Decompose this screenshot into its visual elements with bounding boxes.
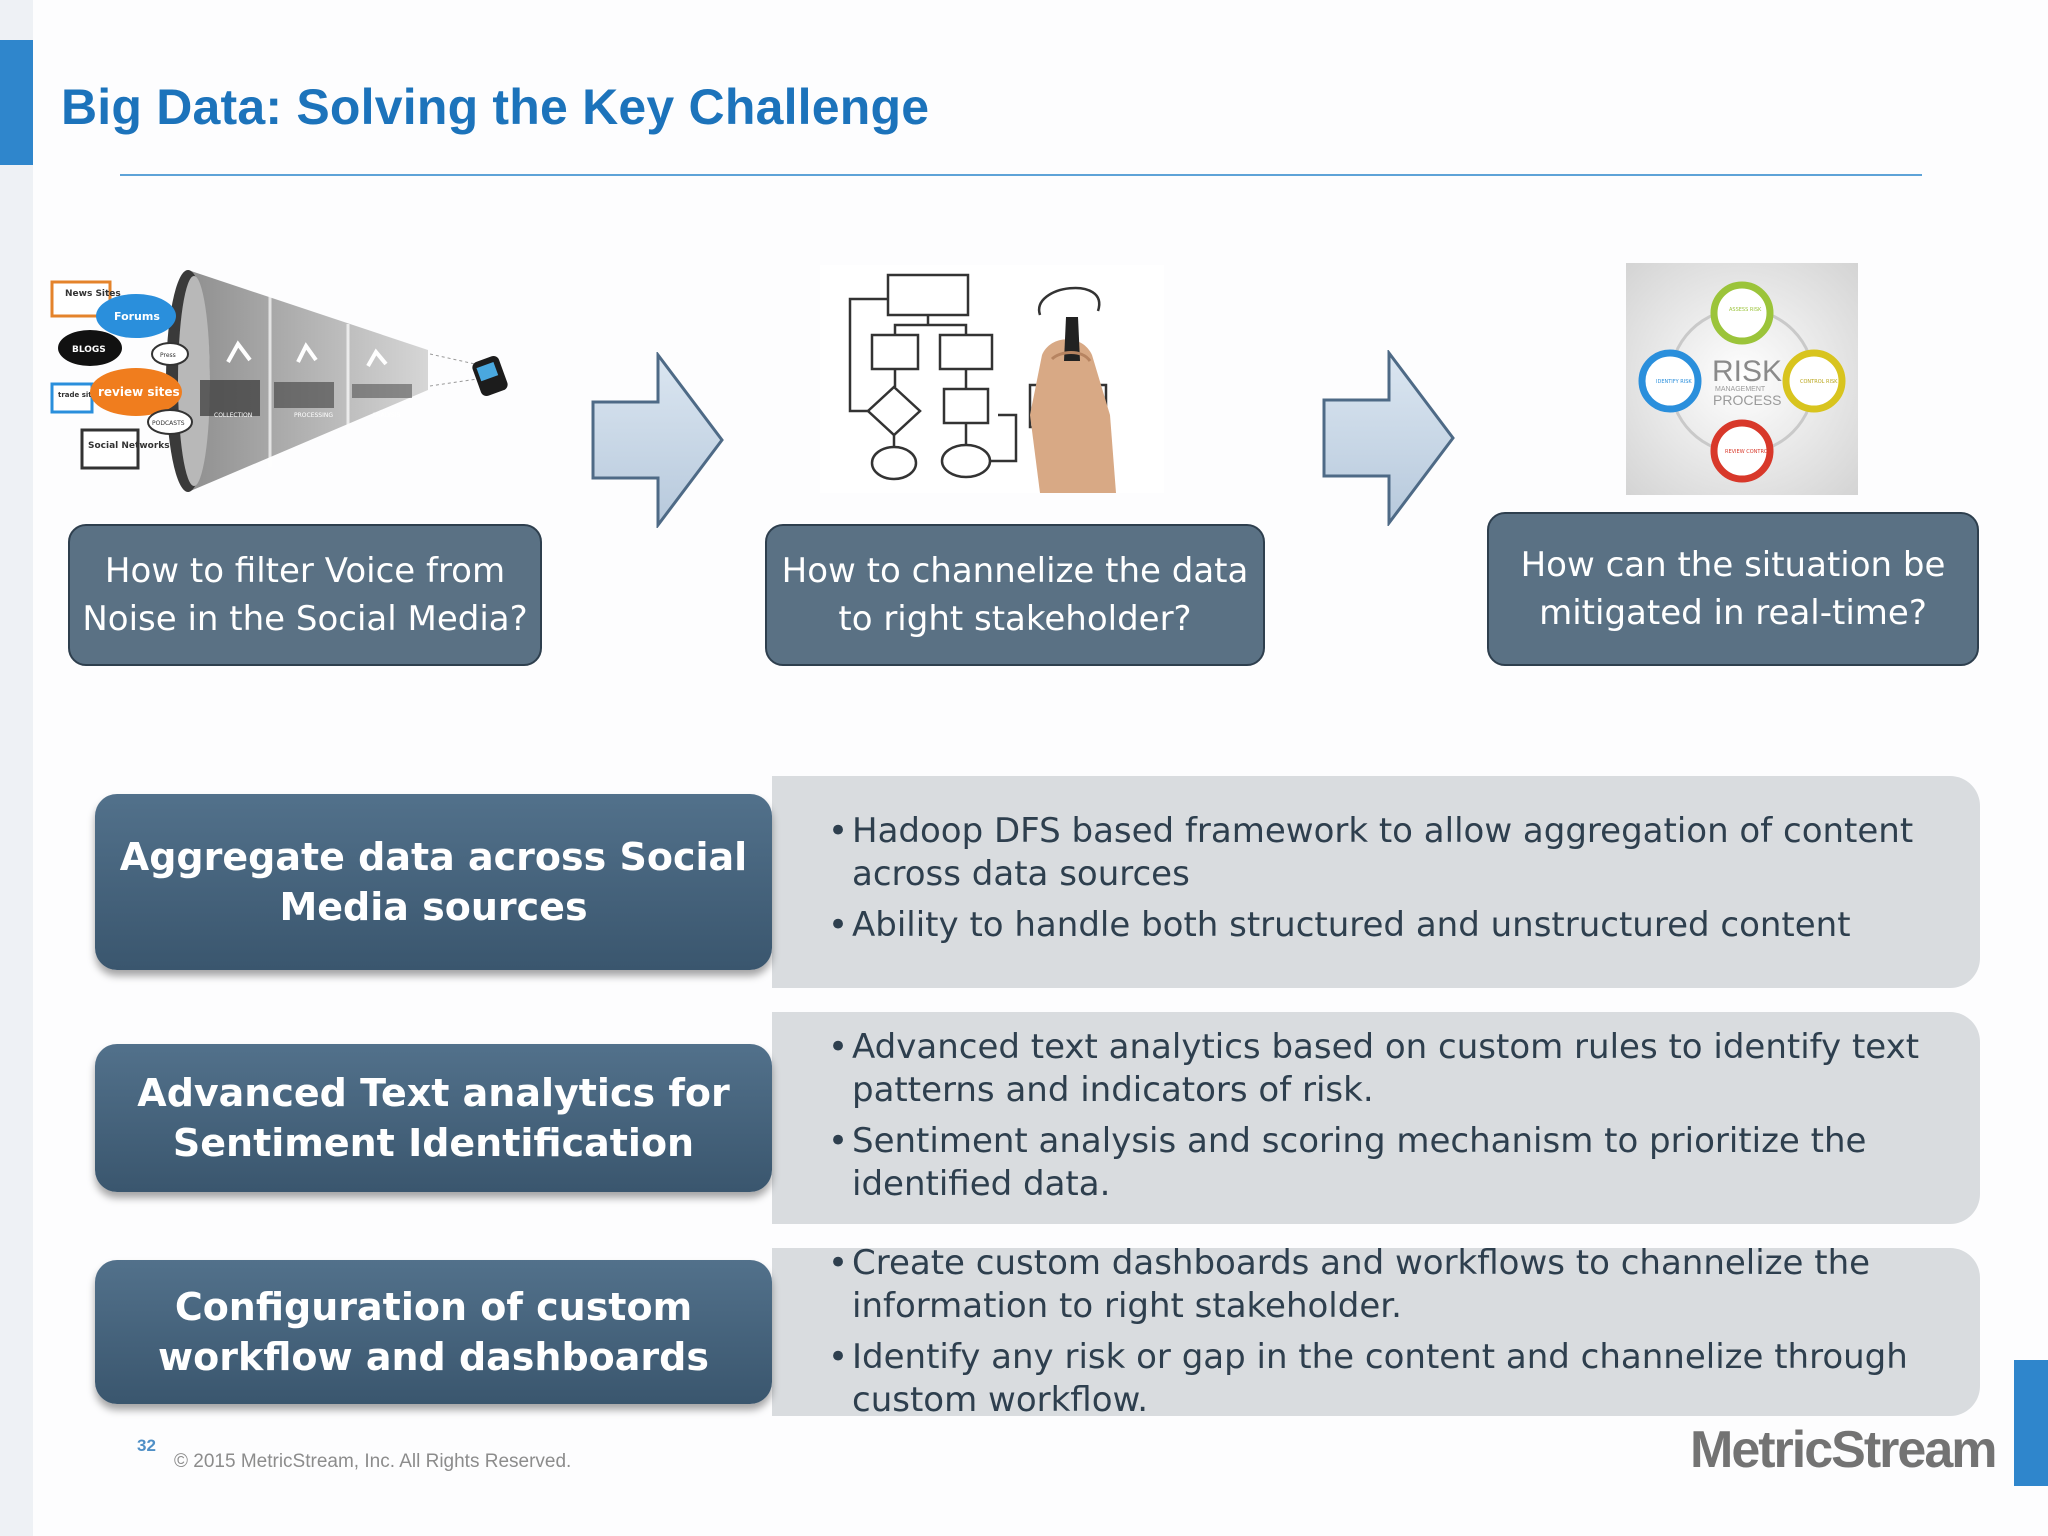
risk-node-assess: ASSESS RISK [1729, 307, 1762, 313]
risk-node-control: CONTROL RISK [1800, 379, 1838, 385]
solution-title-aggregate: Aggregate data across Social Media sourc… [95, 794, 772, 970]
source-social-networks: Social Networks [88, 441, 170, 451]
accent-bar-top-left [0, 40, 33, 165]
bullet-line: Create custom dashboards and workflows t… [852, 1243, 1871, 1283]
risk-management-process-image: ASSESS RISK CONTROL RISK REVIEW CONTROLS… [1626, 263, 1858, 495]
accent-bar-bottom-right [2014, 1360, 2048, 1486]
source-trade-sites: trade sites [58, 391, 101, 399]
flowchart-drawing-image [820, 265, 1164, 493]
source-press: Press [160, 352, 176, 359]
question-line: to right stakeholder? [838, 599, 1192, 639]
bullet-line: across data sources [852, 854, 1190, 894]
solution-title-line: Aggregate data across Social [119, 835, 748, 879]
solution-details-aggregate: • Hadoop DFS based framework to allow ag… [772, 776, 1980, 988]
metricstream-logo: MetricStream [1690, 1421, 1997, 1479]
bullet-line: Advanced text analytics based on custom … [852, 1027, 1920, 1067]
risk-subtitle-management: MANAGEMENT [1715, 386, 1766, 393]
source-podcasts: PODCASTS [152, 420, 185, 427]
solution-title-line: Sentiment Identification [172, 1121, 695, 1165]
bullet-line: identified data. [852, 1164, 1111, 1204]
bullet-line: Identify any risk or gap in the content … [852, 1337, 1908, 1377]
social-media-funnel-image: COLLECTION PROCESSING ANALYSIS News Site… [48, 262, 528, 494]
bullet-line: Sentiment analysis and scoring mechanism… [852, 1121, 1867, 1161]
solution-title-line: Configuration of custom [174, 1285, 693, 1329]
risk-node-identify: IDENTIFY RISK [1656, 379, 1692, 385]
stage-collection-label: COLLECTION [214, 412, 252, 419]
question-card-mitigate-realtime: How can the situation be mitigated in re… [1487, 512, 1979, 666]
stage-analysis-label: ANALYSIS [372, 412, 400, 419]
risk-subtitle-process: PROCESS [1713, 392, 1781, 408]
bullet-line: Hadoop DFS based framework to allow aggr… [852, 811, 1914, 851]
bullet-line: information to right stakeholder. [852, 1286, 1402, 1326]
solution-details-workflow: • Create custom dashboards and workflows… [772, 1243, 1980, 1420]
risk-title: RISK [1712, 355, 1782, 388]
slide-title: Big Data: Solving the Key Challenge [61, 79, 930, 135]
question-line: How can the situation be [1520, 545, 1946, 585]
solution-title-workflow: Configuration of custom workflow and das… [95, 1260, 772, 1404]
right-arrow-icon [1322, 350, 1455, 526]
question-line: How to filter Voice from [104, 551, 506, 591]
question-line: mitigated in real-time? [1539, 593, 1927, 633]
bullet-line: patterns and indicators of risk. [852, 1070, 1374, 1110]
question-card-channelize-data: How to channelize the data to right stak… [765, 524, 1265, 666]
title-divider [120, 174, 1922, 176]
solution-title-line: Advanced Text analytics for [137, 1071, 730, 1115]
question-card-filter-voice: How to filter Voice from Noise in the So… [68, 524, 542, 666]
question-line: Noise in the Social Media? [82, 599, 528, 639]
source-forums: Forums [114, 310, 160, 323]
solution-details-text-analytics: • Advanced text analytics based on custo… [772, 1012, 1980, 1224]
source-news-sites: News Sites [65, 289, 121, 299]
copyright-notice: © 2015 MetricStream, Inc. All Rights Res… [174, 1451, 572, 1472]
page-number: 32 [137, 1436, 156, 1455]
right-arrow-icon [591, 352, 724, 528]
bullet-line: custom workflow. [852, 1380, 1149, 1420]
question-line: How to channelize the data [781, 551, 1249, 591]
bullet-line: Ability to handle both structured and un… [852, 905, 1851, 945]
risk-node-review: REVIEW CONTROLS [1725, 449, 1774, 455]
solution-title-line: Media sources [279, 885, 588, 929]
solution-title-text-analytics: Advanced Text analytics for Sentiment Id… [95, 1044, 772, 1192]
source-review-sites: review sites [98, 385, 180, 399]
stage-processing-label: PROCESSING [294, 412, 333, 419]
source-blogs: BLOGS [72, 345, 106, 355]
left-edge-strip [0, 0, 33, 1536]
solution-title-line: workflow and dashboards [158, 1335, 709, 1379]
